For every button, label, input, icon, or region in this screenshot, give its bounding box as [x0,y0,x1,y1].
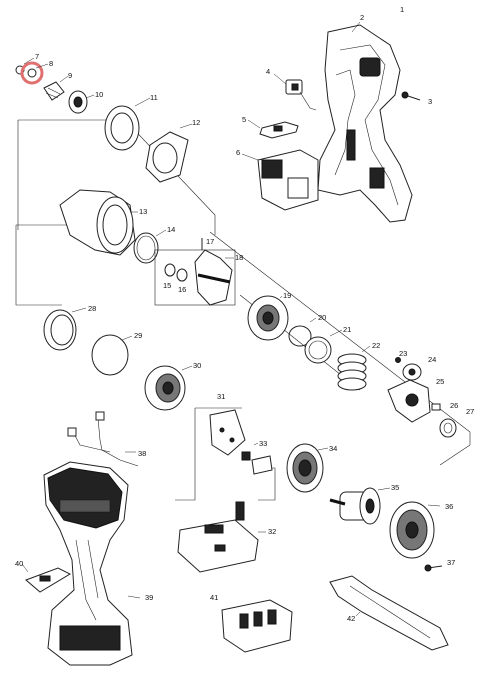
part-13-hammer-case [59,189,138,256]
callout-38: 38 [138,449,146,458]
part-30 [144,365,193,411]
callout-37: 37 [447,558,455,567]
part-screw-3 [401,91,421,101]
part-28-ring [43,307,87,351]
callout-4: 4 [266,67,270,76]
part-38-wires [67,411,139,467]
callout-17: 17 [206,237,214,246]
callout-10: 10 [95,90,103,99]
part-20-21 [288,317,343,364]
part-23-27 [387,357,457,438]
part-9-spring [43,75,69,101]
callout-9: 9 [68,71,72,80]
part-29-washer [91,334,133,376]
part-41-terminal [221,599,293,653]
part-10-sleeve [68,90,95,114]
callout-15: 15 [163,281,171,290]
part-37-screw [424,564,443,572]
callout-3: 3 [428,97,432,106]
part-19-hammer [247,295,289,341]
part-39-housing-half [43,461,141,666]
callout-41: 41 [210,593,218,602]
part-22-spring [337,345,371,391]
part-40 [21,563,72,593]
callout-39: 39 [145,593,153,602]
callout-7: 7 [35,52,39,61]
callout-32: 32 [268,527,276,536]
callout-31: 31 [217,392,225,401]
callout-22: 22 [372,341,380,350]
callout-11: 11 [150,93,158,102]
callout-42: 42 [347,614,355,623]
callout-35: 35 [391,483,399,492]
callout-6: 6 [236,148,240,157]
callout-2: 2 [360,13,364,22]
part-36-fan [389,501,441,559]
callout-26: 26 [450,401,458,410]
callout-14: 14 [167,225,175,234]
part-switch [273,73,317,111]
callout-40: 40 [15,559,23,568]
callout-21: 21 [343,325,351,334]
callout-13: 13 [139,207,147,216]
callout-8: 8 [49,59,53,68]
part-15-18-anvil-group [154,238,236,306]
callout-20: 20 [318,313,326,322]
part-8-highlighted [20,61,49,85]
callout-16: 16 [178,285,186,294]
callout-25: 25 [436,377,444,386]
part-42-strap [329,575,449,651]
part-35-rotor [329,487,391,525]
callout-18: 18 [235,253,243,262]
callout-5: 5 [242,115,246,124]
callout-24: 24 [428,355,436,364]
part-5 [247,119,299,139]
part-12 [145,123,193,183]
callout-28: 28 [88,304,96,313]
callout-19: 19 [283,291,291,300]
part-11-ring [104,97,151,151]
callout-33: 33 [259,439,267,448]
callout-34: 34 [329,444,337,453]
callout-36: 36 [445,502,453,511]
part-31-33-controller [177,409,273,573]
callout-27: 27 [466,407,474,416]
callout-23: 23 [399,349,407,358]
part-6 [241,149,319,211]
callout-30: 30 [193,361,201,370]
callout-29: 29 [134,331,142,340]
part-housing [317,21,413,223]
callout-12: 12 [192,118,200,127]
callout-1: 1 [400,5,404,14]
part-34-stator [286,443,329,493]
part-14-o-ring [133,229,167,264]
